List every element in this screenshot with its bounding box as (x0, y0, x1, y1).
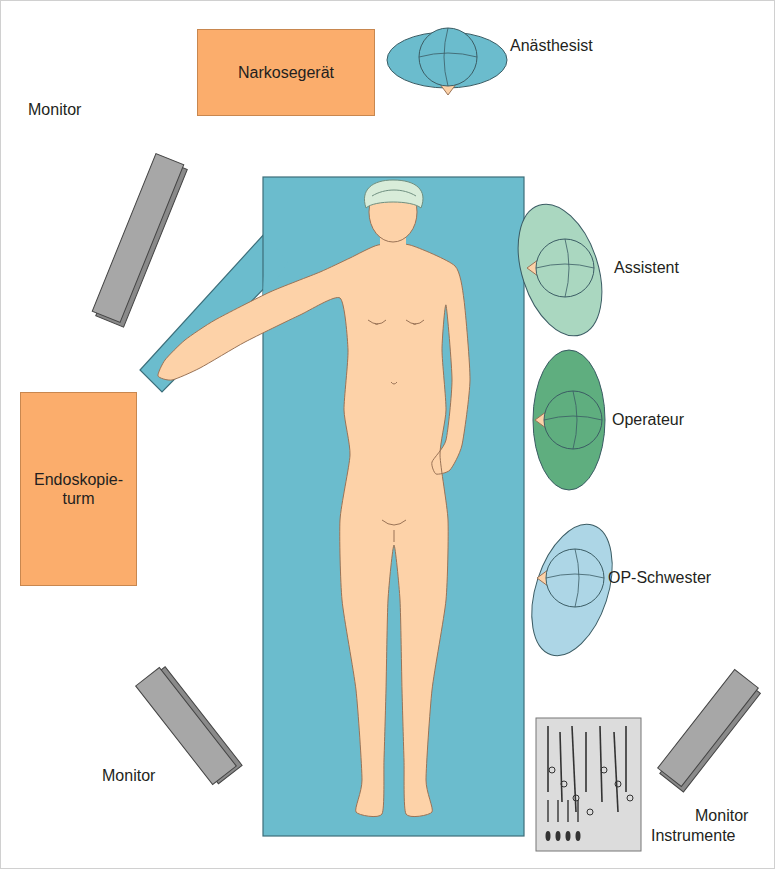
role-label: OP-Schwester (608, 568, 711, 587)
anesthetist-shape (385, 28, 510, 100)
patient-detail (413, 323, 416, 325)
patient-detail (391, 382, 397, 384)
role-label: Instrumente (651, 826, 735, 845)
monitor: Monitor (650, 660, 765, 835)
anesthesia-machine: Narkosegerät (197, 29, 375, 116)
monitor: Monitor (28, 100, 178, 330)
scrub-nurse-shape (528, 520, 608, 660)
anesthetist: Anästhesist (385, 28, 510, 100)
patient-detail (375, 323, 378, 325)
head-cap (419, 28, 477, 86)
device-label: Endoskopie- turm (27, 470, 130, 508)
gown (533, 350, 605, 490)
head-cap (546, 549, 604, 607)
gown (503, 194, 617, 347)
patient-detail (406, 320, 424, 324)
surgeon: Operateur (525, 350, 610, 490)
monitor-screen (658, 670, 759, 787)
gown (517, 514, 628, 666)
patient-detail (368, 320, 386, 324)
patient-cap (364, 180, 423, 208)
monitor-screen (136, 668, 237, 785)
monitor-screen (92, 154, 183, 323)
scrub-nurse: OP-Schwester (528, 520, 608, 660)
role-label: Anästhesist (510, 36, 593, 55)
head-cap (544, 391, 602, 449)
role-label: Monitor (28, 100, 81, 119)
assistant: Assistent (515, 200, 605, 340)
instrument-table: Instrumente (536, 718, 736, 851)
head-cap (536, 239, 594, 297)
monitor: Monitor (100, 660, 230, 795)
instrument-tray (536, 718, 641, 851)
endoscopy-tower: Endoskopie- turm (20, 392, 137, 586)
role-label: Monitor (102, 766, 155, 785)
device-label: Narkosegerät (238, 63, 334, 82)
monitor-shape (28, 100, 178, 330)
assistant-shape (515, 200, 605, 340)
patient-detail (394, 530, 395, 542)
role-label: Monitor (695, 806, 748, 825)
surgeon-shape (525, 350, 610, 490)
role-label: Operateur (612, 410, 684, 429)
role-label: Assistent (614, 258, 679, 277)
patient-detail (382, 520, 406, 525)
